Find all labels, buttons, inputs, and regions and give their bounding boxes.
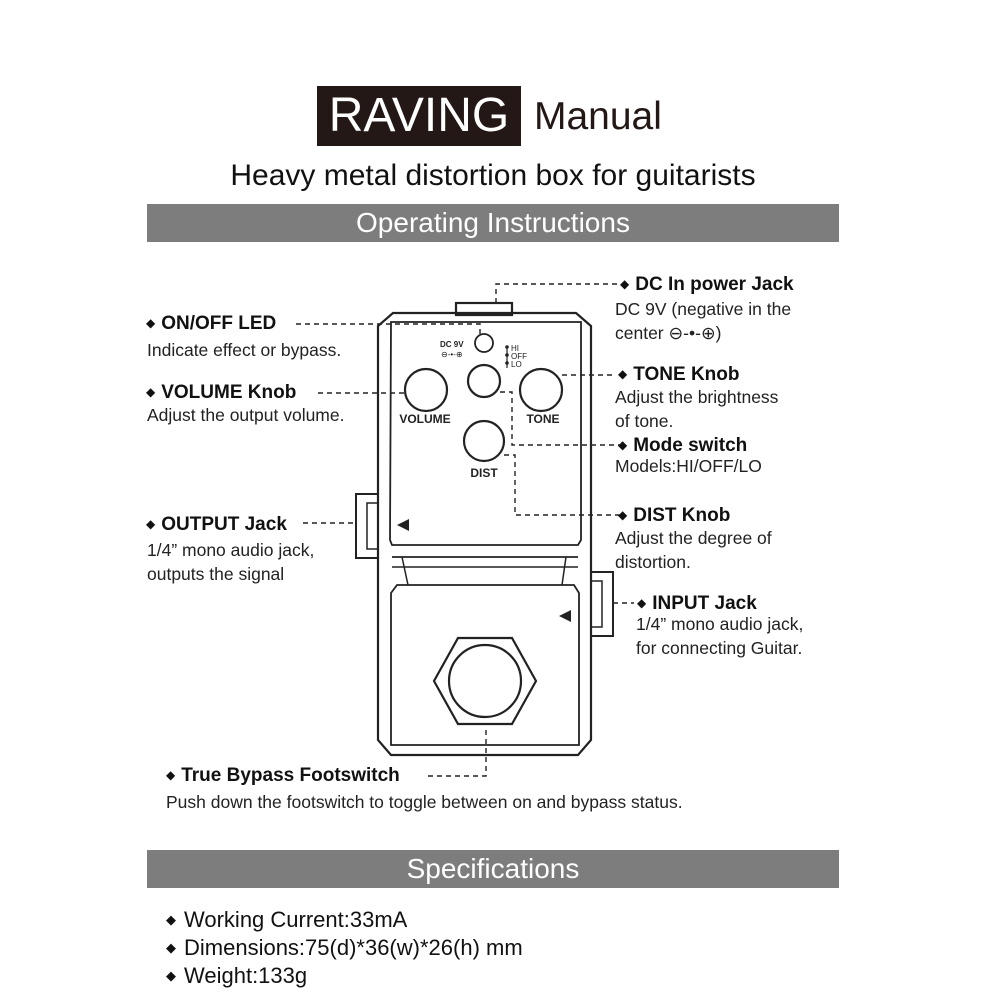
dc-jack-desc-1: DC 9V (negative in the <box>615 299 792 319</box>
subtitle: Heavy metal distortion box for guitarist… <box>230 159 756 192</box>
footswitch-panel <box>390 584 580 746</box>
footswitch-desc: Push down the footswitch to toggle betwe… <box>166 792 683 812</box>
operating-instructions-header: Operating Instructions <box>147 204 839 242</box>
leader-led <box>296 323 481 334</box>
led-desc: Indicate effect or bypass. <box>147 340 342 360</box>
pedal-body <box>376 311 593 757</box>
dc-polarity-icon: ⊖-•-⊕ <box>441 350 463 359</box>
footswitch-title: ◆True Bypass Footswitch <box>166 765 400 786</box>
tone-desc-1: Adjust the brightness <box>615 387 779 407</box>
leader-dc <box>495 283 620 303</box>
input-title: ◆INPUT Jack <box>637 593 757 614</box>
output-arrow-icon <box>397 519 409 531</box>
output-desc-2: outputs the signal <box>147 564 285 584</box>
spec-item: ◆Working Current:33mA <box>166 907 408 932</box>
volume-knob <box>403 367 449 413</box>
volume-title: ◆VOLUME Knob <box>146 382 297 403</box>
brand-logo: RAVING <box>317 86 521 146</box>
footswitch-hex <box>432 636 538 726</box>
dc-jack-body <box>454 301 514 317</box>
leader-dist <box>504 454 620 516</box>
spec-item: ◆Dimensions:75(d)*36(w)*26(h) mm <box>166 935 523 960</box>
leader-mode <box>500 391 620 446</box>
dist-desc-2: distortion. <box>615 552 691 572</box>
led-icon <box>474 333 494 353</box>
input-desc-2: for connecting Guitar. <box>636 638 803 658</box>
leader-footswitch <box>428 726 487 777</box>
tone-desc-2: of tone. <box>615 411 674 431</box>
dist-label: DIST <box>470 466 498 480</box>
output-title: ◆OUTPUT Jack <box>146 514 287 535</box>
mode-lo-label: LO <box>511 360 522 369</box>
input-arrow-icon <box>559 610 571 622</box>
mode-off-label: OFF <box>511 352 527 361</box>
footswitch-icon <box>447 643 523 719</box>
input-desc-1: 1/4” mono audio jack, <box>636 614 804 634</box>
dist-title: ◆DIST Knob <box>618 505 731 526</box>
dc-label: DC 9V <box>440 340 464 349</box>
tone-knob <box>518 367 564 413</box>
dc-jack-desc-2: center ⊖-•-⊕) <box>615 323 722 343</box>
control-panel <box>389 321 582 546</box>
spec-item: ◆Weight:133g <box>166 963 308 988</box>
dist-desc-1: Adjust the degree of <box>615 528 772 548</box>
tone-title: ◆TONE Knob <box>618 364 740 385</box>
output-desc-1: 1/4” mono audio jack, <box>147 540 315 560</box>
led-title: ◆ON/OFF LED <box>146 313 277 334</box>
volume-label: VOLUME <box>399 412 450 426</box>
volume-desc: Adjust the output volume. <box>147 405 345 425</box>
dist-knob <box>462 419 506 463</box>
mode-hi-label: HI <box>511 344 519 353</box>
tone-label: TONE <box>526 412 559 426</box>
specifications-header: Specifications <box>147 850 839 888</box>
mode-switch <box>466 363 502 399</box>
mode-desc: Models:HI/OFF/LO <box>615 456 762 476</box>
mode-title: ◆Mode switch <box>618 435 748 456</box>
dc-jack-title: ◆DC In power Jack <box>620 274 794 295</box>
manual-title: Manual <box>534 95 662 138</box>
